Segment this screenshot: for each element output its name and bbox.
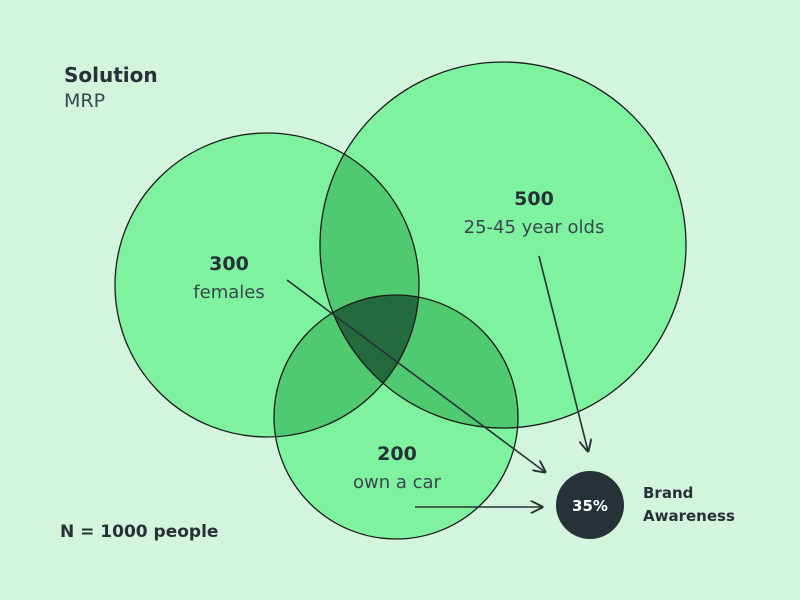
result-badge [556, 471, 624, 539]
result-label-line2: Awareness [643, 507, 735, 525]
label-car-value: 200 [377, 443, 417, 465]
diagram-subtitle: MRP [64, 90, 106, 112]
result-value: 35% [572, 497, 608, 515]
label-females-text: females [193, 282, 264, 303]
diagram-title: Solution [64, 63, 158, 87]
label-females-value: 300 [209, 253, 249, 275]
arrow-age [538, 255, 588, 451]
label-car-text: own a car [353, 472, 442, 493]
arrow-females [286, 279, 545, 472]
sample-size-note: N = 1000 people [60, 522, 219, 542]
title-block: Solution MRP [64, 62, 158, 114]
label-age-value: 500 [514, 188, 554, 210]
label-age-text: 25-45 year olds [464, 217, 605, 238]
result-label-line1: Brand [643, 484, 693, 502]
